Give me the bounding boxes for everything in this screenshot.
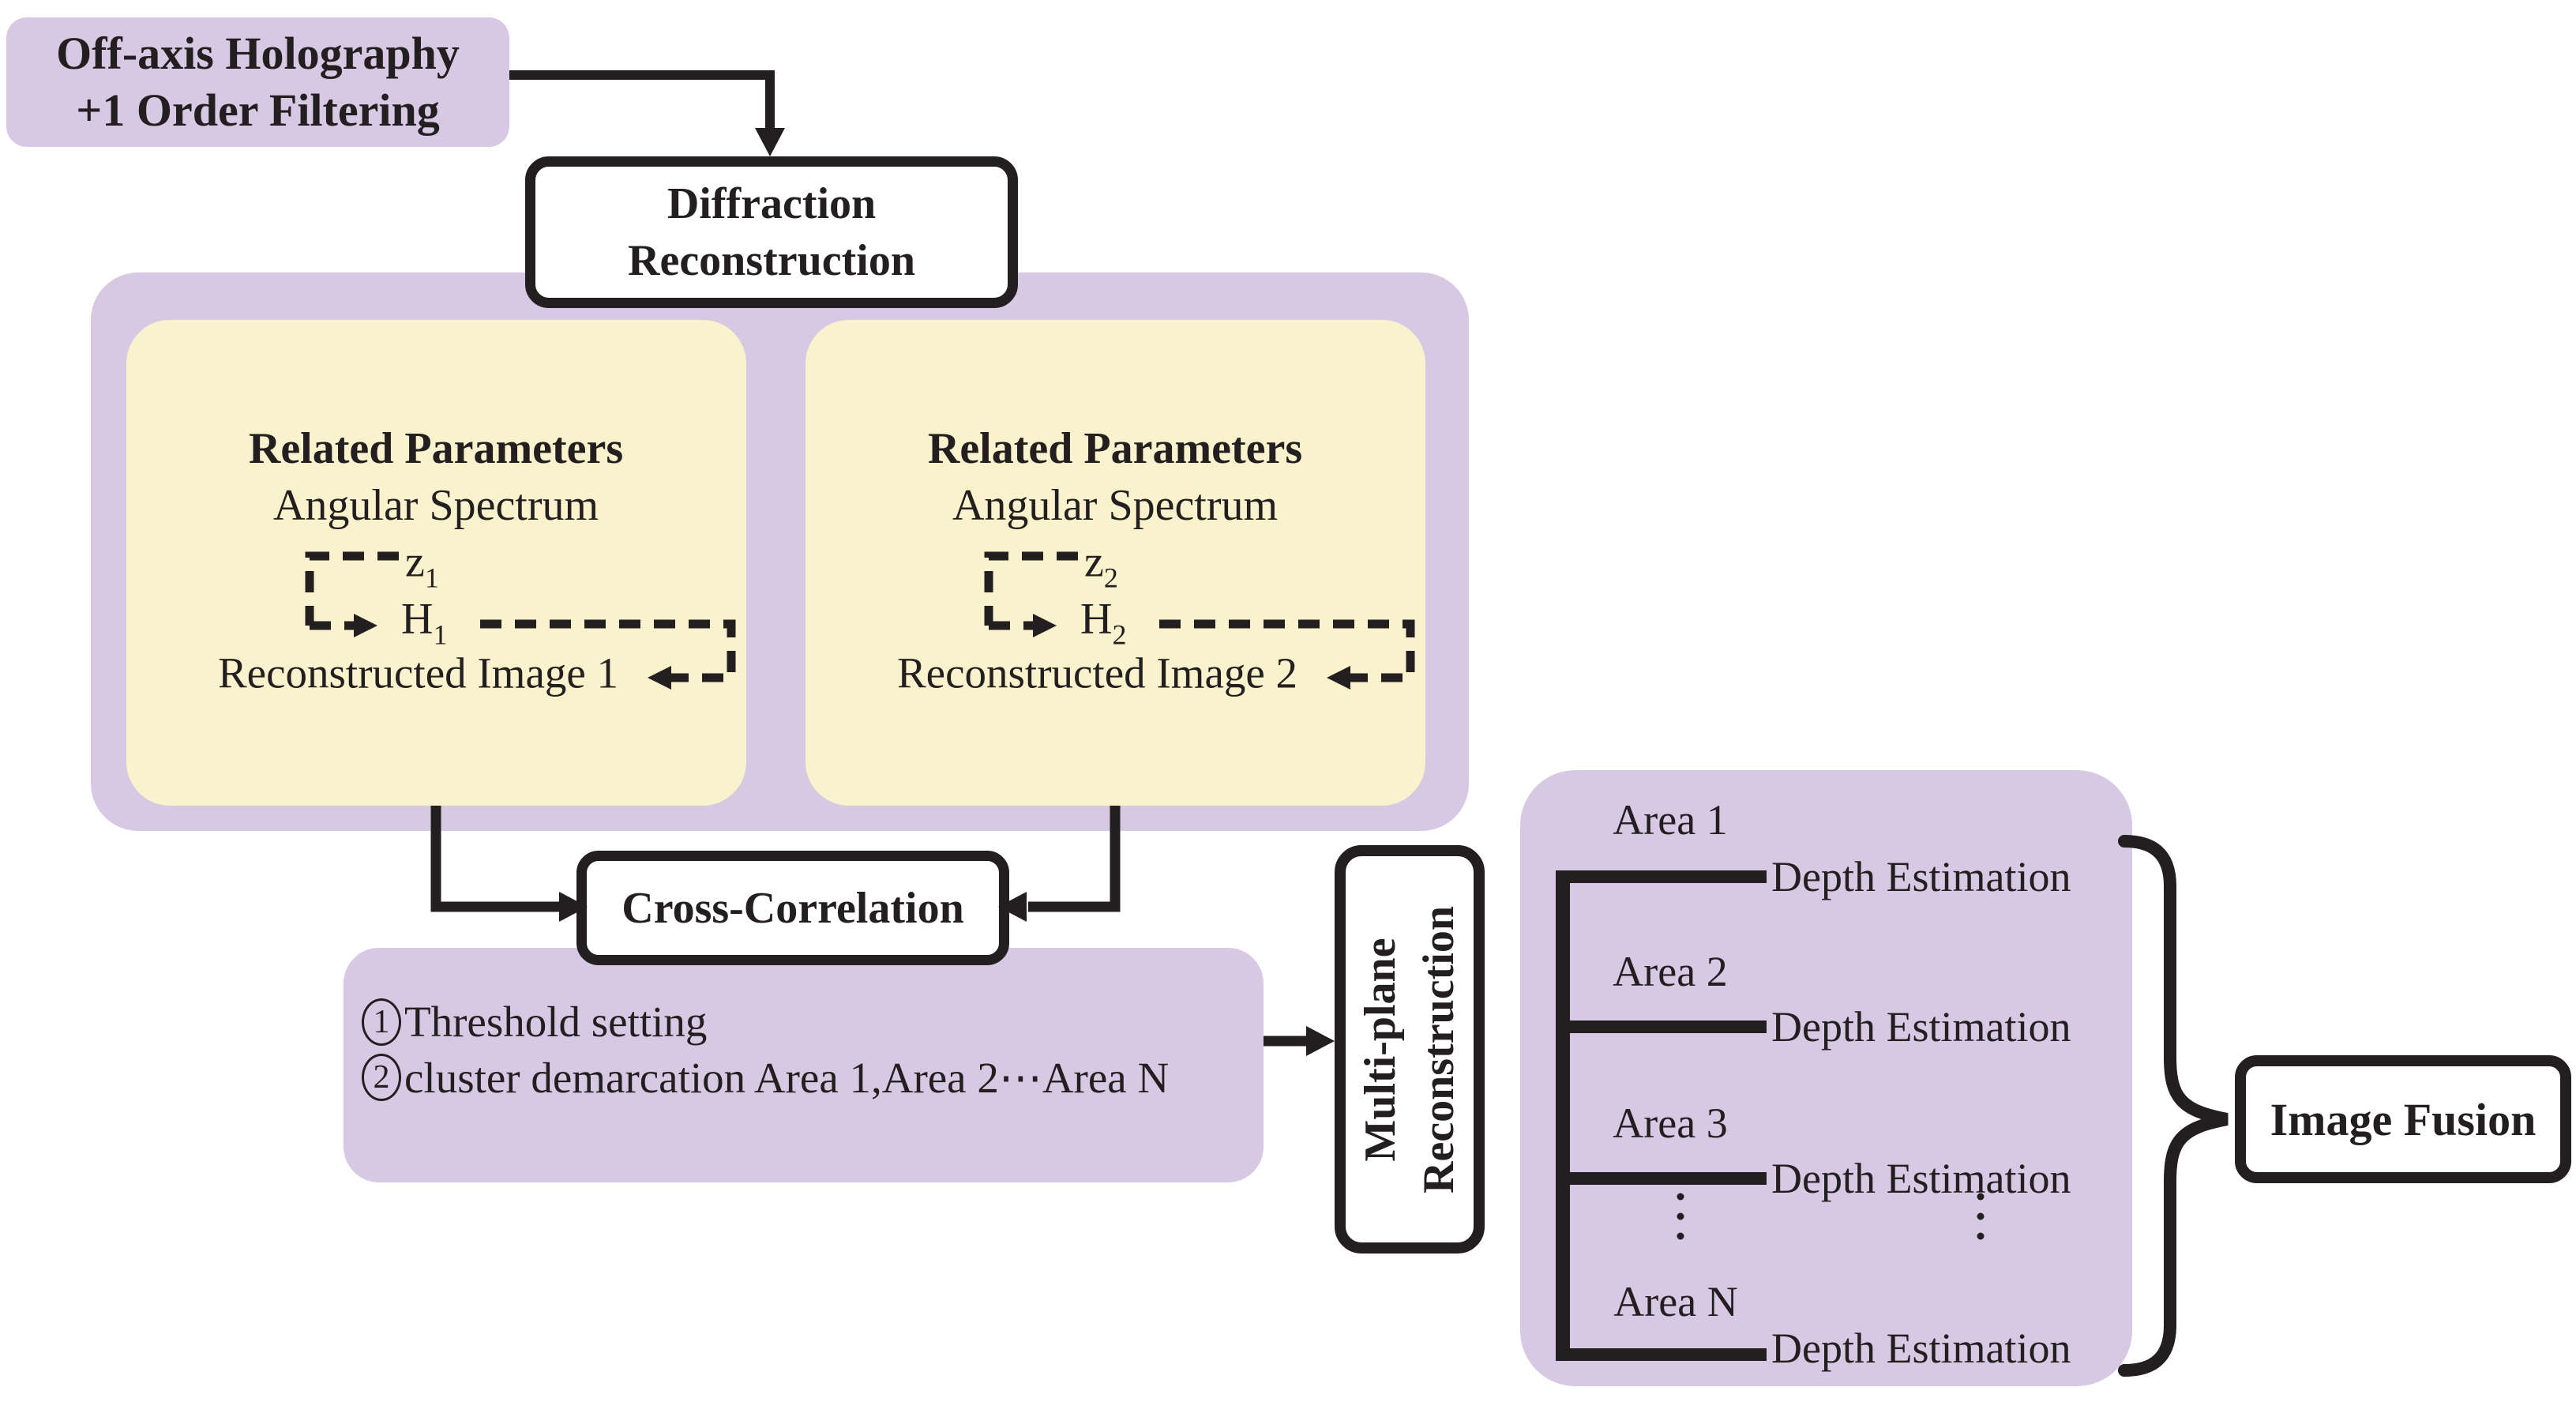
- circled-number-2: 2: [362, 1054, 401, 1101]
- area-label-1: Area 1: [1613, 796, 1728, 844]
- cross-correlation-steps-panel: [344, 948, 1264, 1182]
- threshold-step1: 1 Threshold setting: [362, 997, 707, 1047]
- area-label-3: Area 3: [1613, 1099, 1728, 1147]
- related-parameters-box-1: [126, 320, 746, 806]
- diffraction-line2: Reconstruction: [628, 236, 915, 285]
- threshold-step1-text: Threshold setting: [404, 998, 708, 1046]
- image-fusion-label: Image Fusion: [2270, 1093, 2537, 1145]
- params2-h-label: H2: [1080, 594, 1127, 651]
- params2-result: Reconstructed Image 2: [897, 648, 1298, 697]
- diffraction-line1: Diffraction: [667, 179, 877, 228]
- multiplane-line1: Multi-plane: [1356, 937, 1405, 1162]
- area-label-2: Area 2: [1613, 948, 1728, 995]
- threshold-step2: 2 cluster demarcation Area 1,Area 2⋯Area…: [362, 1052, 1169, 1103]
- params1-h-label: H1: [401, 594, 448, 651]
- depth-estimation-n: Depth Estimation: [1771, 1325, 2071, 1372]
- vertical-ellipsis-areas: [1677, 1193, 1684, 1240]
- arrowhead-diffraction: [755, 128, 785, 156]
- arrowhead-multiplane: [1306, 1026, 1335, 1056]
- vertical-ellipsis-depths: [1977, 1193, 1985, 1240]
- params1-result: Reconstructed Image 1: [218, 648, 619, 697]
- offaxis-line2: +1 Order Filtering: [76, 85, 440, 136]
- related-parameters-box-2: [805, 320, 1425, 806]
- arrow-offaxis-to-diffraction: [509, 70, 775, 141]
- params1-method: Angular Spectrum: [272, 481, 599, 530]
- cross-correlation-node: Cross-Correlation: [576, 851, 1009, 965]
- depth-estimation-1: Depth Estimation: [1771, 853, 2071, 900]
- offaxis-line1: Off-axis Holography: [56, 28, 460, 79]
- brace-depths-to-fusion: [2118, 835, 2229, 1377]
- multiplane-line2: Reconstruction: [1414, 905, 1463, 1193]
- offaxis-holography-node: Off-axis Holography +1 Order Filtering: [6, 17, 509, 147]
- params2-z-label: z2: [1084, 537, 1118, 594]
- params2-title: Related Parameters: [927, 424, 1303, 473]
- cross-correlation-label: Cross-Correlation: [621, 883, 964, 933]
- circled-number-1: 1: [362, 998, 401, 1046]
- threshold-step2-text: cluster demarcation Area 1,Area 2⋯Area N: [404, 1054, 1170, 1102]
- params1-title: Related Parameters: [248, 424, 624, 473]
- area-label-n: Area N: [1613, 1278, 1738, 1325]
- diffraction-reconstruction-node: Diffraction Reconstruction: [525, 156, 1018, 308]
- multiplane-vertical-text: Multi-plane Reconstruction: [1351, 836, 1468, 1263]
- params2-method: Angular Spectrum: [952, 481, 1279, 530]
- depth-estimation-2: Depth Estimation: [1771, 1003, 2071, 1051]
- multiplane-reconstruction-node: Multi-plane Reconstruction: [1335, 845, 1485, 1254]
- params1-z-label: z1: [405, 537, 439, 594]
- depth-estimation-3: Depth Estimation: [1771, 1155, 2071, 1202]
- image-fusion-node: Image Fusion: [2235, 1055, 2571, 1183]
